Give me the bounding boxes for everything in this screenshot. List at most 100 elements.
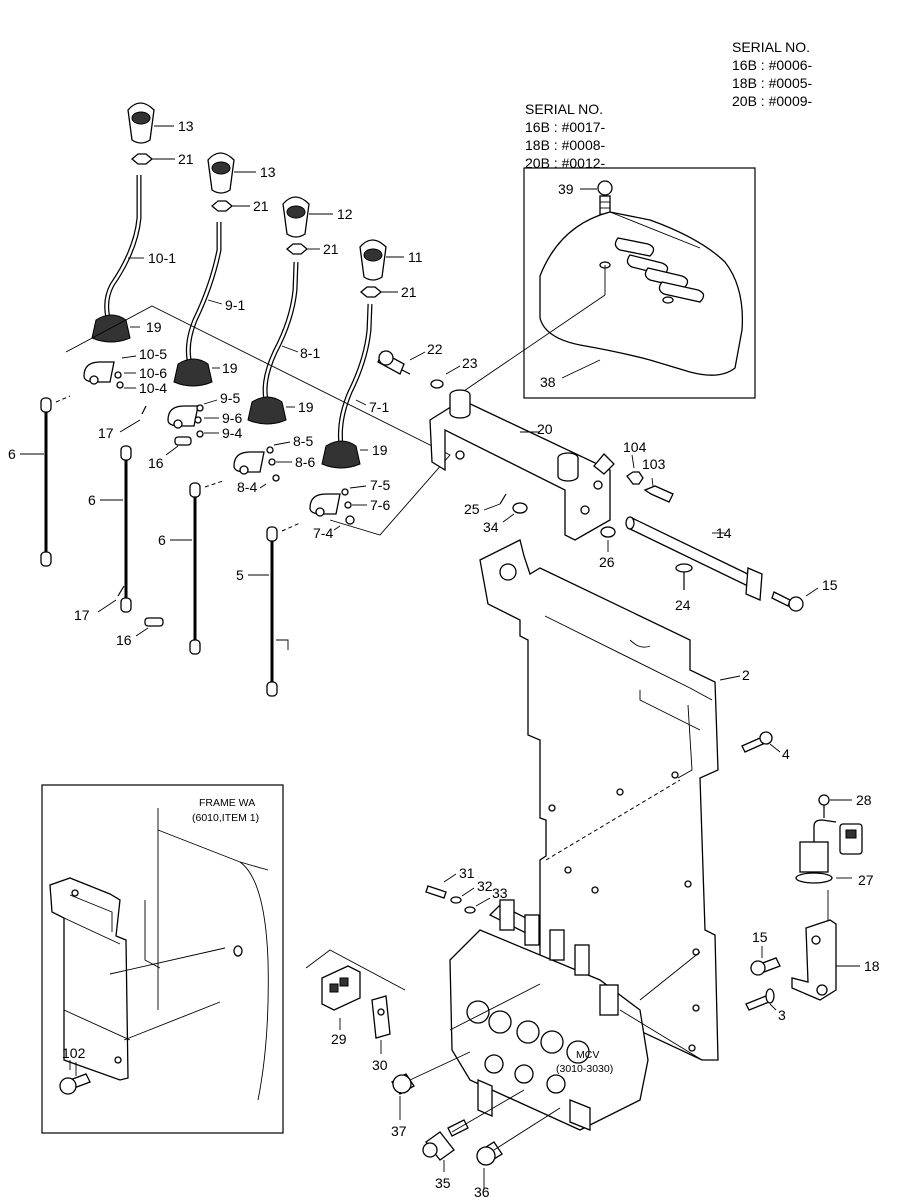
svg-text:6: 6 (158, 532, 166, 548)
link-rod-6-left: 6 (8, 395, 71, 567)
svg-text:21: 21 (323, 241, 339, 257)
inset-title: FRAME WA (199, 797, 255, 809)
svg-text:26: 26 (599, 554, 615, 570)
serial-line: 20B : #0012- (525, 155, 606, 171)
serial-line: 18B : #0005- (732, 75, 813, 91)
svg-text:10-6: 10-6 (139, 365, 167, 381)
svg-text:5: 5 (236, 567, 244, 583)
boot-19-b: 19 (173, 358, 238, 387)
svg-text:22: 22 (427, 341, 443, 357)
lever-10-1: 10-1 (104, 175, 176, 319)
link-rod-6-right: 6 (158, 480, 224, 655)
leader-line (451, 1089, 525, 1133)
knob-13-left: 13 (127, 102, 194, 144)
link-rod-5: 5 (236, 522, 301, 697)
svg-text:24: 24 (675, 597, 691, 613)
serial-title: SERIAL NO. (525, 101, 603, 117)
svg-text:7-6: 7-6 (370, 497, 390, 513)
svg-text:17: 17 (74, 607, 90, 623)
svg-text:21: 21 (178, 151, 194, 167)
link-rod-6-middle: 6 (88, 445, 132, 613)
svg-text:13: 13 (260, 164, 276, 180)
svg-text:33: 33 (492, 885, 508, 901)
svg-text:19: 19 (222, 360, 238, 376)
serial-number-block-top: SERIAL NO. 16B : #0006- 18B : #0005- 20B… (732, 39, 813, 109)
mcv-title: MCV (576, 1049, 599, 1061)
lever-bracket-7: 7-5 7-6 7-4 (309, 477, 390, 541)
bolt-15-upper: 15 (771, 577, 838, 612)
boot-19-c: 19 (247, 396, 314, 425)
svg-text:38: 38 (540, 374, 556, 390)
clip-17-lower: 17 (74, 585, 125, 623)
svg-text:34: 34 (483, 519, 499, 535)
svg-text:17: 17 (98, 425, 114, 441)
callout-38: 38 (540, 359, 601, 390)
cover-detail-box (457, 167, 756, 399)
svg-text:20: 20 (537, 421, 553, 437)
svg-text:36: 36 (474, 1184, 490, 1200)
svg-text:7-4: 7-4 (313, 525, 333, 541)
pin-24: 24 (675, 563, 693, 613)
serial-line: 18B : #0008- (525, 137, 606, 153)
pin-16-upper: 16 (148, 436, 192, 471)
svg-text:104: 104 (623, 439, 647, 455)
svg-text:16: 16 (116, 632, 132, 648)
svg-text:103: 103 (642, 456, 666, 472)
serial-line: 20B : #0009- (732, 93, 813, 109)
svg-text:102: 102 (62, 1045, 86, 1061)
svg-text:10-4: 10-4 (139, 380, 167, 396)
svg-text:19: 19 (298, 399, 314, 415)
lever-bracket-9: 9-5 9-6 9-4 (167, 390, 242, 441)
svg-text:11: 11 (408, 249, 423, 265)
svg-text:30: 30 (372, 1057, 388, 1073)
svg-text:6: 6 (88, 492, 96, 508)
fitting-36: 36 (474, 1141, 503, 1200)
fitting-35: 35 (422, 1119, 469, 1191)
nut-21-c: 21 (285, 241, 339, 257)
svg-text:8-5: 8-5 (293, 433, 313, 449)
nut-21-b: 21 (210, 198, 269, 214)
svg-text:8-1: 8-1 (300, 345, 320, 361)
svg-text:31: 31 (459, 865, 475, 881)
mount-bracket-20: 20 (429, 389, 611, 541)
bolt-15-lower: 15 (750, 929, 781, 976)
sensor-27: 27 (795, 819, 874, 940)
svg-text:19: 19 (146, 319, 162, 335)
leader-line (409, 1051, 471, 1081)
svg-text:8-6: 8-6 (295, 454, 315, 470)
screw-31: 31 (425, 865, 475, 899)
svg-text:15: 15 (822, 577, 838, 593)
svg-text:9-6: 9-6 (222, 410, 242, 426)
bracket-18: 18 (791, 919, 880, 1001)
clip-17-upper: 17 (98, 405, 147, 441)
svg-text:35: 35 (435, 1175, 451, 1191)
bushing-34: 34 (483, 502, 528, 535)
svg-text:37: 37 (391, 1123, 407, 1139)
svg-text:25: 25 (464, 501, 480, 517)
lever-base-outline (65, 305, 451, 536)
svg-text:27: 27 (858, 872, 874, 888)
lever-bracket-8: 8-5 8-6 8-4 (233, 433, 315, 495)
svg-text:4: 4 (782, 746, 790, 762)
lever-8-1: 8-1 (262, 261, 320, 401)
svg-text:29: 29 (331, 1031, 347, 1047)
leader-line (493, 1107, 561, 1151)
lever-9-1: 9-1 (185, 222, 245, 365)
svg-text:32: 32 (477, 878, 493, 894)
washer-32: 32 (450, 878, 493, 904)
svg-text:23: 23 (462, 355, 478, 371)
nut-21-d: 21 (359, 284, 417, 300)
serial-title: SERIAL NO. (732, 39, 810, 55)
pin-16-lower: 16 (116, 617, 164, 648)
knob-12: 12 (282, 196, 353, 238)
svg-text:16: 16 (148, 455, 164, 471)
nut-21-a: 21 (130, 151, 194, 167)
bolt-4: 4 (741, 731, 790, 762)
boot-19-d: 19 (321, 440, 388, 469)
boot-19-a: 19 (91, 314, 162, 343)
svg-text:2: 2 (742, 667, 750, 683)
svg-text:21: 21 (253, 198, 269, 214)
bushing-26: 26 (599, 526, 616, 570)
